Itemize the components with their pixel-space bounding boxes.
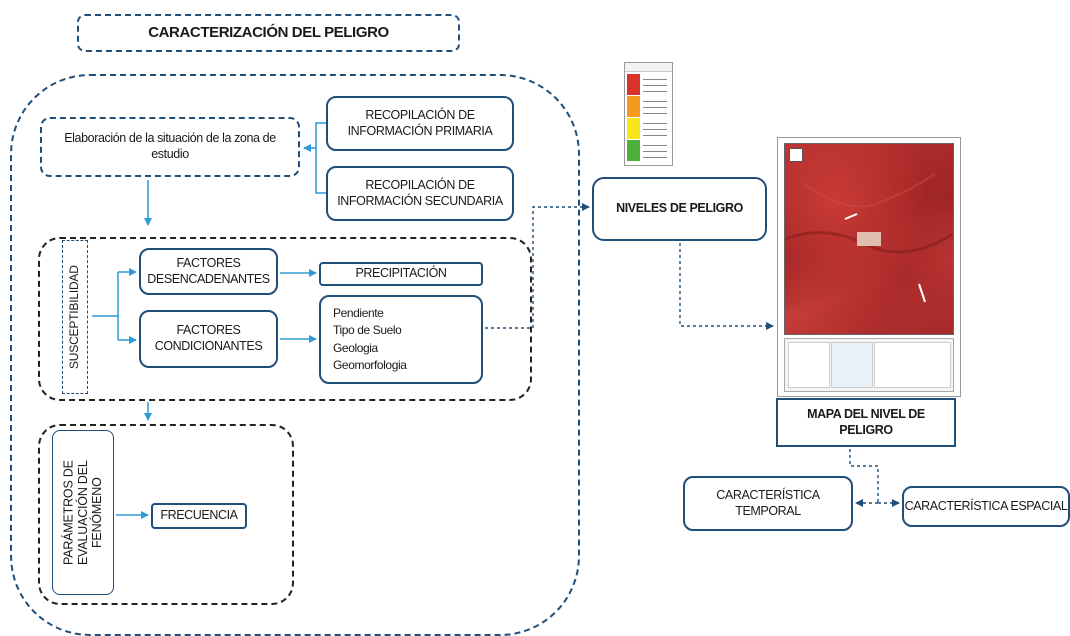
hazard-map-area xyxy=(784,143,954,335)
recopilacion-primaria-text: RECOPILACIÓN DE INFORMACIÓN PRIMARIA xyxy=(347,107,493,138)
recopilacion-primaria-box: RECOPILACIÓN DE INFORMACIÓN PRIMARIA xyxy=(326,96,514,151)
list-item-tipo-suelo: Tipo de Suelo xyxy=(333,323,402,338)
dotted-list-to-niveles xyxy=(485,203,590,329)
susceptibilidad-container xyxy=(38,237,532,401)
factores-condicionantes-text: FACTORES CONDICIONANTES xyxy=(154,323,263,353)
level-very-high-swatch xyxy=(627,74,640,95)
hazard-map-image xyxy=(777,137,961,397)
recopilacion-secundaria-box: RECOPILACIÓN DE INFORMACIÓN SECUNDARIA xyxy=(326,166,514,221)
title-text: CARACTERIZACIÓN DEL PELIGRO xyxy=(148,23,389,41)
caracteristica-espacial-text: CARACTERÍSTICA ESPACIAL xyxy=(904,498,1068,513)
caracteristica-temporal-text: CARACTERÍSTICA TEMPORAL xyxy=(716,487,820,518)
factores-condicionantes-box: FACTORES CONDICIONANTES xyxy=(139,310,278,368)
parametros-container xyxy=(38,424,294,605)
elaboracion-box: Elaboración de la situación de la zona d… xyxy=(40,117,300,177)
susceptibilidad-bracket xyxy=(92,268,137,344)
north-arrow-icon xyxy=(789,148,803,162)
dotted-mapa-to-caracteristicas xyxy=(849,449,900,507)
level-medium-swatch xyxy=(627,118,640,139)
hazard-levels-legend-image xyxy=(624,62,673,166)
level-high-swatch xyxy=(627,96,640,117)
list-item-geologia: Geologia xyxy=(333,340,378,355)
elaboracion-text: Elaboración de la situación de la zona d… xyxy=(64,131,276,161)
map-info-panel xyxy=(784,338,954,392)
precipitacion-text: PRECIPITACIÓN xyxy=(355,266,447,281)
caracteristica-temporal-box: CARACTERÍSTICA TEMPORAL xyxy=(683,476,853,531)
niveles-peligro-box: NIVELES DE PELIGRO xyxy=(592,177,767,241)
list-item-geomorfologia: Geomorfologia xyxy=(333,358,407,373)
characterization-container xyxy=(10,74,580,636)
caracteristica-espacial-box: CARACTERÍSTICA ESPACIAL xyxy=(902,486,1070,527)
level-low-swatch xyxy=(627,140,640,161)
list-item-pendiente: Pendiente xyxy=(333,306,384,320)
title-box: CARACTERIZACIÓN DEL PELIGRO xyxy=(77,14,460,52)
niveles-peligro-text: NIVELES DE PELIGRO xyxy=(616,201,743,216)
mapa-nivel-text: MAPA DEL NIVEL DE PELIGRO xyxy=(807,406,925,437)
precipitacion-box: PRECIPITACIÓN xyxy=(319,262,483,286)
recopilacion-bracket xyxy=(303,122,326,194)
dotted-niveles-to-map xyxy=(679,243,774,330)
recopilacion-secundaria-text: RECOPILACIÓN DE INFORMACIÓN SECUNDARIA xyxy=(337,177,503,208)
factores-desencadenantes-box: FACTORES DESENCADENANTES xyxy=(139,248,278,295)
condicionantes-list-box: Pendiente Tipo de Suelo Geologia Geomorf… xyxy=(319,295,483,384)
mapa-nivel-box: MAPA DEL NIVEL DE PELIGRO xyxy=(776,398,956,447)
frecuencia-text: FRECUENCIA xyxy=(160,508,238,523)
factores-desencadenantes-text: FACTORES DESENCADENANTES xyxy=(147,255,270,286)
frecuencia-box: FRECUENCIA xyxy=(151,503,247,529)
